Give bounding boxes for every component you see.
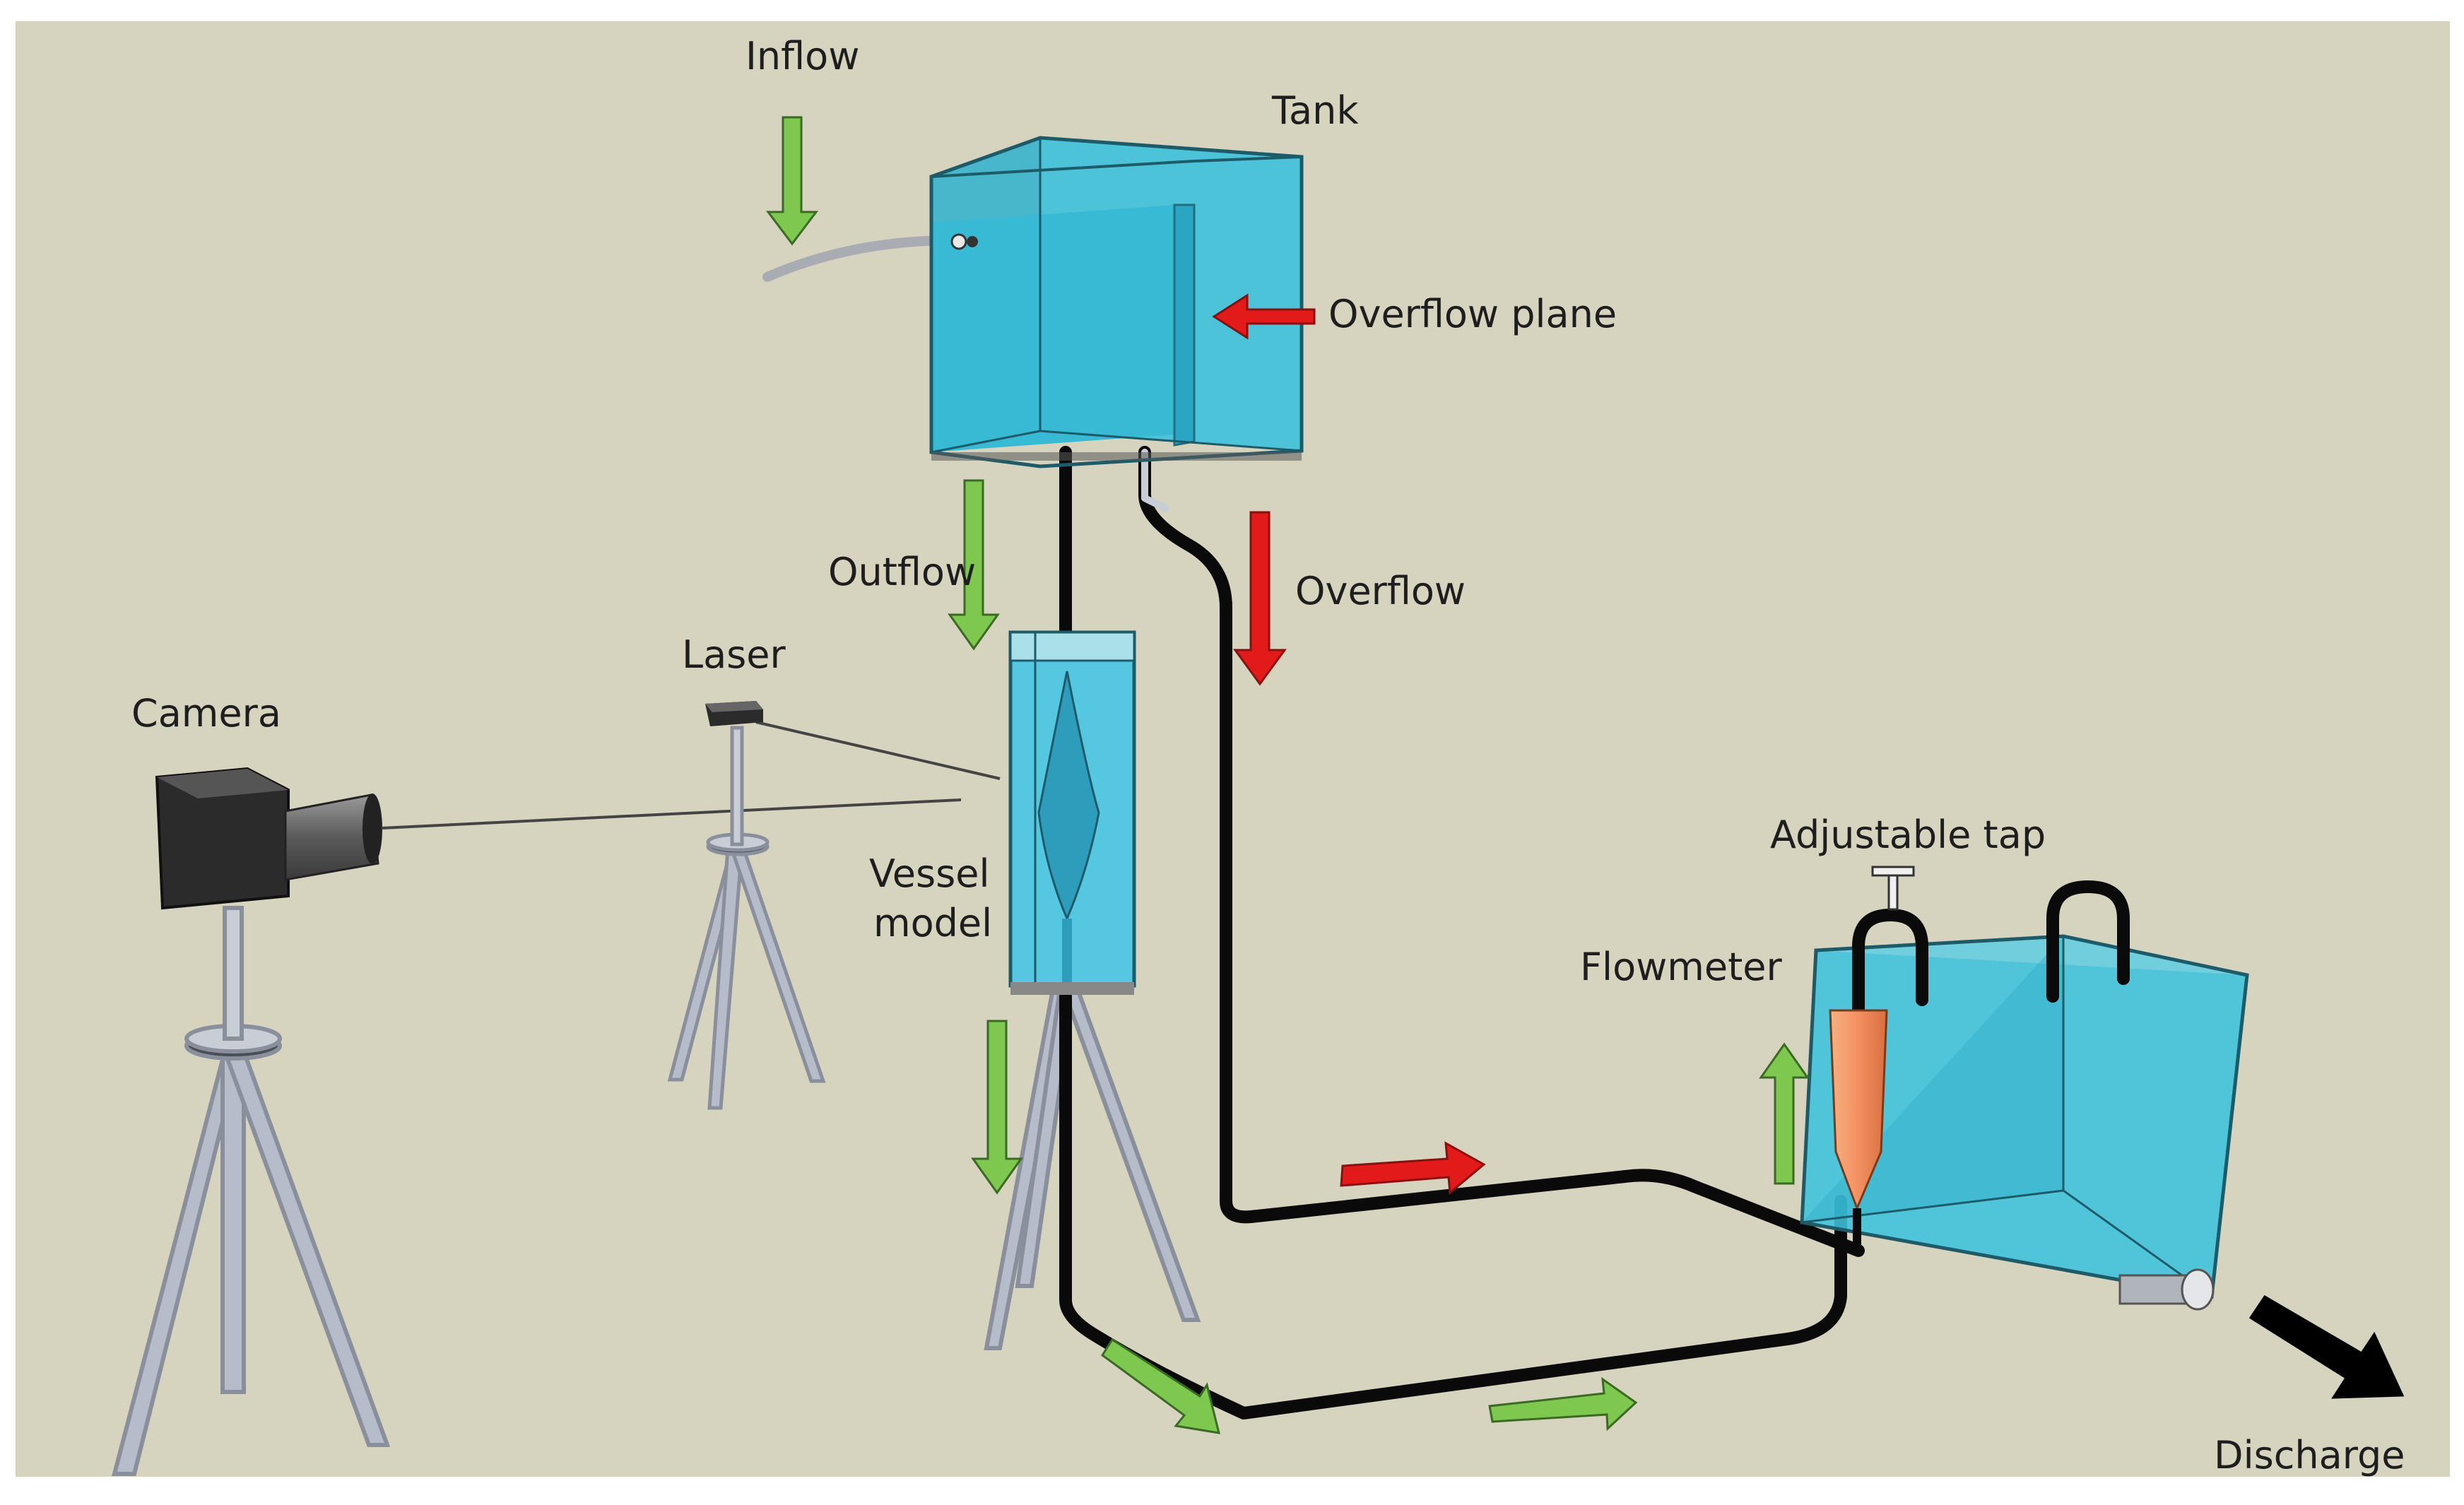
overflow-plane-arrow	[1212, 293, 1316, 340]
label-vessel-line1: Vessel	[869, 851, 989, 896]
return-flow-arrow	[1488, 1376, 1638, 1432]
label-camera: Camera	[131, 691, 281, 736]
label-overflow-plane: Overflow plane	[1328, 292, 1617, 336]
overflow-arrows	[1212, 293, 1486, 1195]
label-tank: Tank	[1271, 88, 1359, 133]
tank	[929, 136, 1304, 468]
label-vessel-line2: model	[873, 901, 992, 945]
overflow-pipe	[1138, 446, 1865, 1257]
laser-icon	[705, 701, 763, 726]
laser-tripod	[667, 726, 826, 1110]
label-inflow: Inflow	[745, 34, 859, 78]
camera-sightline	[381, 798, 962, 830]
flowmeter-icon	[1829, 1009, 1888, 1247]
inflow-arrow	[765, 116, 819, 246]
label-outflow: Outflow	[828, 550, 976, 594]
label-flowmeter: Flowmeter	[1580, 945, 1782, 989]
camera-tripod	[112, 906, 391, 1476]
label-laser: Laser	[682, 632, 786, 677]
diagonal-flow-arrow	[1100, 1338, 1221, 1434]
vessel-model	[1008, 630, 1136, 995]
adjustable-tap-icon	[1871, 866, 1915, 911]
camera-icon	[155, 767, 382, 910]
upflow-arrow	[1759, 1042, 1810, 1185]
laser-beam	[755, 721, 1001, 780]
label-overflow: Overflow	[1295, 569, 1466, 613]
discharge-arrow	[2248, 1294, 2405, 1399]
overflow-return-arrow	[1340, 1141, 1486, 1195]
flow-arrows	[765, 116, 1810, 1434]
inflow-pipe	[762, 235, 952, 282]
overflow-down-arrow	[1233, 511, 1287, 686]
label-adjustable-tap: Adjustable tap	[1770, 813, 2046, 857]
label-discharge: Discharge	[2214, 1433, 2405, 1477]
vessel-down-arrow	[971, 1020, 1023, 1195]
labels: Inflow Tank Overflow plane Outflow Overf…	[131, 34, 2405, 1477]
overflow-plane	[1173, 203, 1196, 447]
discharge-valve	[2118, 1268, 2215, 1311]
outflow-arrow	[948, 479, 1000, 651]
